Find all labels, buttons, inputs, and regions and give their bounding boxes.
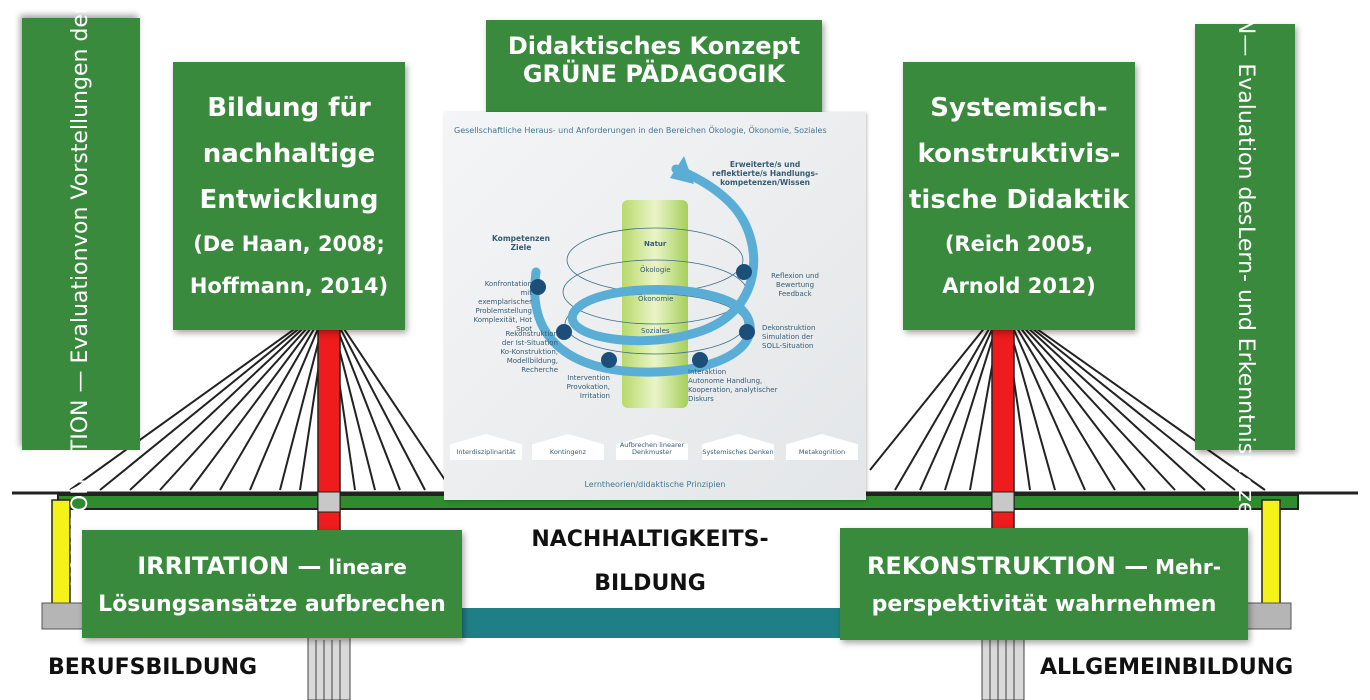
figure-top-text: Gesellschaftliche Heraus- und Anforderun… (454, 126, 827, 135)
step-rekonstruktion: Rekonstruktion der Ist-Situation Ko-Kons… (500, 330, 558, 374)
figure-bottom-text: Lerntheorien/didaktische Prinzipien (584, 480, 726, 489)
didaktik-line-2: konstruktivis- (917, 139, 1121, 169)
irritation-box: IRRITATION — lineare Lösungsansätze aufb… (82, 530, 462, 638)
reflexion-box: REFLEXION— Evaluation des Lern- und Erke… (1195, 0, 1295, 563)
bne-line-2: nachhaltige (202, 139, 376, 169)
column-label-soziales: Soziales (641, 327, 670, 335)
right-cables (869, 304, 1266, 491)
berufsbildung-label: BERUFSBILDUNG (48, 655, 258, 680)
center-caption-line2: BILDUNG (594, 571, 706, 596)
reflexion-line2: Lern- und Erkenntnisprozesses (1233, 225, 1258, 563)
arrow-label-3: kompetenzen/Wissen (720, 178, 811, 187)
figure-column (622, 200, 688, 408)
konfrontation-line2: von Vorstellungen der Lernenden (68, 0, 93, 248)
column-label-natur: Natur (644, 240, 667, 248)
right-support (1261, 499, 1281, 606)
node-intervention (601, 352, 617, 368)
rekonstruktion-line2: perspektivität wahrnehmen (871, 591, 1217, 617)
ziele-label: Ziele (510, 243, 532, 252)
rekonstruktion-box: REKONSTRUKTION — Mehr- perspektivität wa… (840, 528, 1248, 640)
right-footing (1246, 602, 1292, 630)
didaktik-line-5: Arnold 2012) (942, 274, 1096, 298)
kompetenzen-label: Kompetenzen (492, 234, 550, 243)
left-pier (307, 635, 351, 700)
irritation-line2: Lösungsansätze aufbrechen (98, 591, 446, 617)
center-caption-line1: NACHHALTIGKEITS- (531, 527, 769, 552)
node-interaktion (692, 352, 708, 368)
rekonstruktion-rest: Mehr- (1148, 554, 1222, 579)
konfrontation-box: KONFRONTATION — Evaluation von Vorstellu… (22, 0, 140, 587)
column-label-oekologie: Ökologie (640, 266, 671, 274)
konfrontation-subtitle: — Evaluation (68, 247, 93, 400)
step-reflexion: Reflexion und Bewertung Feedback (771, 272, 819, 298)
step-konfrontation: Konfrontation mit exemplarischer Problem… (473, 280, 532, 333)
center-title-box: Didaktisches Konzept GRÜNE PÄDAGOGIK (486, 20, 822, 112)
didaktik-line-4: (Reich 2005, (944, 232, 1094, 256)
didaktik-line-3: tische Didaktik (909, 185, 1129, 215)
bne-line-4: (De Haan, 2008; (193, 232, 385, 256)
node-konfrontation (530, 279, 546, 295)
irritation-rest: lineare (321, 554, 407, 579)
left-footing (41, 602, 87, 630)
right-pier (981, 635, 1025, 700)
bne-line-5: Hoffmann, 2014) (189, 274, 389, 298)
arrow-label-2: reflektierte/s Handlungs- (712, 169, 819, 178)
bne-line-3: Entwicklung (199, 185, 379, 215)
node-rekonstruktion (556, 324, 572, 340)
rekonstruktion-title: REKONSTRUKTION — (866, 551, 1149, 580)
figure-graphic (530, 156, 759, 408)
center-caption: NACHHALTIGKEITS- BILDUNG (480, 522, 820, 602)
bne-line-1: Bildung für (207, 93, 371, 123)
center-title-line2: GRÜNE PÄDAGOGIK (522, 60, 786, 88)
allgemeinbildung-label: ALLGEMEINBILDUNG (1040, 655, 1294, 680)
spiral-arrowhead (670, 156, 694, 184)
didaktik-box: Systemisch- konstruktivis- tische Didakt… (903, 62, 1135, 330)
irritation-title: IRRITATION — (137, 551, 322, 580)
lower-beam (450, 608, 880, 638)
column-label-oekonomie: Ökonomie (638, 295, 674, 303)
left-pylon-joint (317, 491, 341, 513)
reflexion-title: REFLEXION (1233, 0, 1258, 35)
didaktik-line-1: Systemisch- (930, 93, 1108, 123)
step-interaktion: Interaktion Autonome Handlung, Kooperati… (688, 368, 778, 403)
step-dekonstruktion: Dekonstruktion Simulation der SOLL-Situa… (762, 324, 816, 350)
right-pylon-joint (991, 491, 1015, 513)
reflexion-subtitle: — Evaluation des (1233, 34, 1258, 226)
node-reflexion (736, 264, 752, 280)
arrow-label-1: Erweiterte/s und (729, 160, 801, 169)
center-title-line1: Didaktisches Konzept (507, 32, 801, 60)
step-intervention: Intervention Provokation, Irritation (566, 374, 610, 400)
bne-box: Bildung für nachhaltige Entwicklung (De … (173, 62, 405, 330)
concept-figure: Gesellschaftliche Heraus- und Anforderun… (444, 112, 866, 500)
node-dekonstruktion (739, 324, 755, 340)
spiral-path (530, 164, 759, 377)
